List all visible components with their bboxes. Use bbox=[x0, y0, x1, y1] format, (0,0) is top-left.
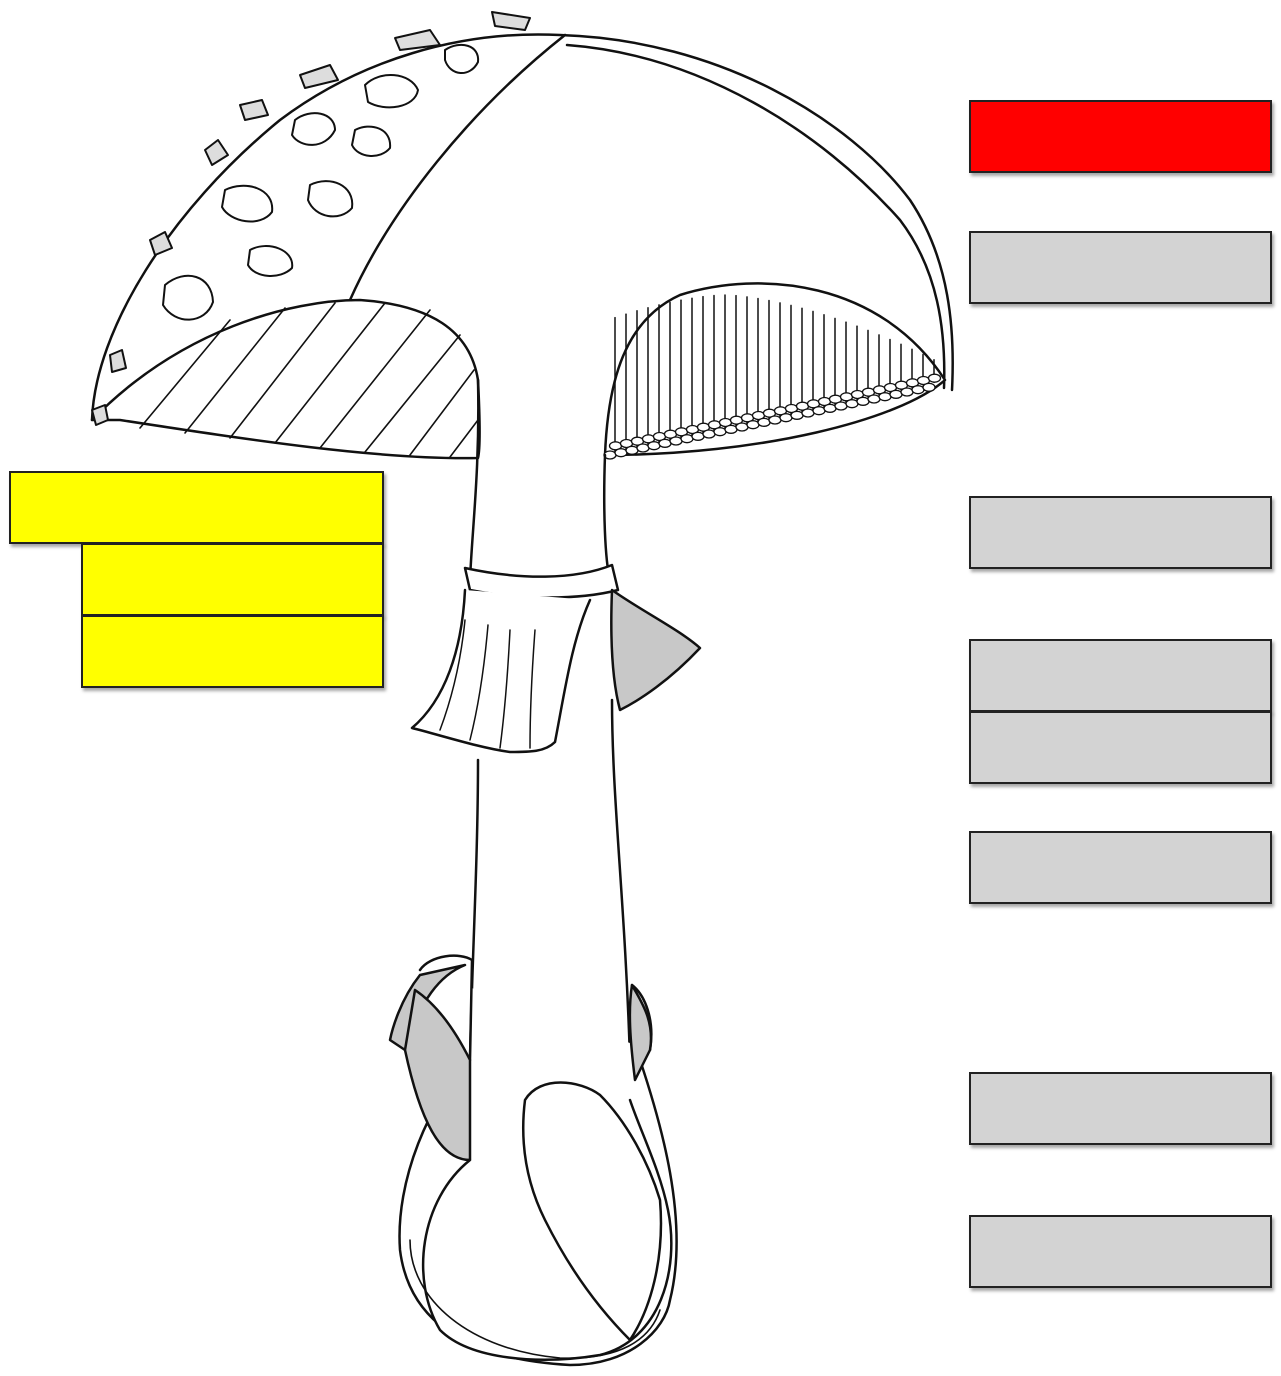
volva-shade-right bbox=[630, 985, 651, 1080]
label-box-gray-2[interactable] bbox=[969, 496, 1272, 569]
spore bbox=[901, 388, 913, 396]
label-box-gray-5[interactable] bbox=[969, 831, 1272, 904]
spore bbox=[615, 449, 627, 457]
label-box-yellow-1[interactable] bbox=[9, 471, 384, 544]
spore bbox=[692, 432, 704, 440]
gill-section-left bbox=[92, 300, 480, 458]
spore bbox=[648, 442, 660, 450]
spore bbox=[923, 383, 935, 391]
label-box-gray-4[interactable] bbox=[969, 711, 1272, 784]
spore bbox=[725, 425, 737, 433]
spore bbox=[802, 409, 814, 417]
ring-flap bbox=[611, 590, 700, 710]
spore bbox=[736, 423, 748, 431]
spore bbox=[703, 430, 715, 438]
label-box-gray-3[interactable] bbox=[969, 639, 1272, 712]
label-box-yellow-2[interactable] bbox=[81, 543, 384, 616]
spore bbox=[929, 374, 941, 382]
ring-skirt bbox=[412, 590, 590, 752]
spore bbox=[868, 395, 880, 403]
volva-shade-left-inner bbox=[405, 990, 470, 1160]
spore bbox=[758, 418, 770, 426]
spore bbox=[835, 402, 847, 410]
spore bbox=[857, 397, 869, 405]
spore bbox=[681, 435, 693, 443]
spore bbox=[890, 390, 902, 398]
cap-scales bbox=[163, 45, 478, 320]
label-box-red-top[interactable] bbox=[969, 100, 1272, 173]
label-box-gray-7[interactable] bbox=[969, 1215, 1272, 1288]
label-box-gray-1[interactable] bbox=[969, 231, 1272, 304]
stem bbox=[470, 380, 610, 580]
spore bbox=[846, 400, 858, 408]
spore bbox=[626, 446, 638, 454]
spore bbox=[670, 437, 682, 445]
spore bbox=[824, 404, 836, 412]
gill-section-right bbox=[605, 283, 945, 455]
spore bbox=[791, 411, 803, 419]
spore bbox=[659, 439, 671, 447]
spore bbox=[747, 421, 759, 429]
spore bbox=[879, 393, 891, 401]
spore bbox=[637, 444, 649, 452]
spore bbox=[780, 414, 792, 422]
spore bbox=[769, 416, 781, 424]
spore bbox=[714, 428, 726, 436]
label-box-gray-6[interactable] bbox=[969, 1072, 1272, 1145]
spore bbox=[912, 386, 924, 394]
label-box-yellow-3[interactable] bbox=[81, 615, 384, 688]
spore bbox=[813, 407, 825, 415]
